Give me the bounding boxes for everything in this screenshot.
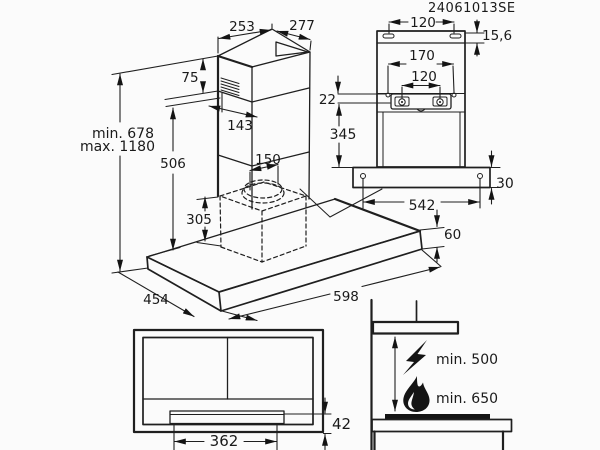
hood-body-slab xyxy=(146,188,423,312)
flame-icon xyxy=(403,376,430,412)
hood-side-profile xyxy=(371,320,460,335)
dim-506: 506 xyxy=(160,156,186,172)
hob-surface xyxy=(385,414,490,420)
dim-lines-top xyxy=(217,23,312,54)
dim-305: 305 xyxy=(186,212,212,228)
dim-lines-120-mid xyxy=(401,82,441,99)
dim-15-6: 15,6 xyxy=(482,28,512,44)
dim-22: 22 xyxy=(319,92,336,108)
dim-120-mid: 120 xyxy=(411,69,437,85)
lightning-icon xyxy=(403,340,427,375)
dim-lines-60 xyxy=(419,209,445,263)
drawing-number: 24061013SE xyxy=(428,1,516,16)
bottom-bar xyxy=(352,166,491,189)
dim-lines-345 xyxy=(331,103,354,169)
bottom-view: 362 42 xyxy=(132,328,351,450)
dim-lines-362 xyxy=(173,424,278,450)
dim-lines-42 xyxy=(283,397,332,450)
dim-362: 362 xyxy=(210,432,239,450)
dim-lines-120-top xyxy=(388,19,455,34)
front-panel-strip xyxy=(169,410,285,425)
dim-598: 598 xyxy=(333,289,359,305)
dim-lines-150 xyxy=(249,163,279,191)
dim-42: 42 xyxy=(332,415,351,433)
dim-60: 60 xyxy=(444,227,461,243)
dim-lines-30 xyxy=(488,150,501,205)
mounting-rail xyxy=(390,93,452,112)
motor-box-dashed xyxy=(219,179,307,263)
dim-345: 345 xyxy=(330,127,357,143)
dim-height-min: min. 678 xyxy=(92,126,154,142)
wall-bracket-view: 120 15,6 170 120 22 xyxy=(319,15,514,214)
dim-lines-22 xyxy=(335,75,391,104)
dim-lines-170 xyxy=(387,61,455,93)
dim-30: 30 xyxy=(496,176,514,192)
dim-454: 454 xyxy=(143,292,169,308)
clearance-view: min. 500 min. 650 xyxy=(370,298,513,450)
dim-lines-156 xyxy=(464,19,485,57)
dim-lines-75 xyxy=(164,58,219,101)
dim-lines-143 xyxy=(208,92,258,118)
dim-lines-542 xyxy=(362,178,481,209)
dim-150: 150 xyxy=(255,152,281,168)
isometric-view: 253 277 min. 678 max. 1180 75 506 xyxy=(80,18,461,322)
dim-height-max: max. 1180 xyxy=(80,139,155,155)
bottom-view-outline xyxy=(132,328,325,434)
dim-253: 253 xyxy=(229,19,255,35)
clearance-electric-label: min. 500 xyxy=(436,352,498,368)
chimney-vent-slats xyxy=(220,77,240,96)
dim-lines-305 xyxy=(196,196,222,247)
chimney-outline xyxy=(216,28,311,210)
dim-542: 542 xyxy=(409,198,436,214)
dim-lines-506 xyxy=(148,97,221,257)
dim-lines-454 xyxy=(117,271,258,322)
dim-lines-598 xyxy=(228,249,442,320)
counter-top xyxy=(371,418,513,433)
dim-170: 170 xyxy=(409,48,435,64)
dim-143: 143 xyxy=(227,118,253,134)
dim-75: 75 xyxy=(181,70,198,86)
dim-277: 277 xyxy=(289,18,315,34)
dim-120-top: 120 xyxy=(410,15,436,31)
clearance-gas-label: min. 650 xyxy=(436,391,498,407)
